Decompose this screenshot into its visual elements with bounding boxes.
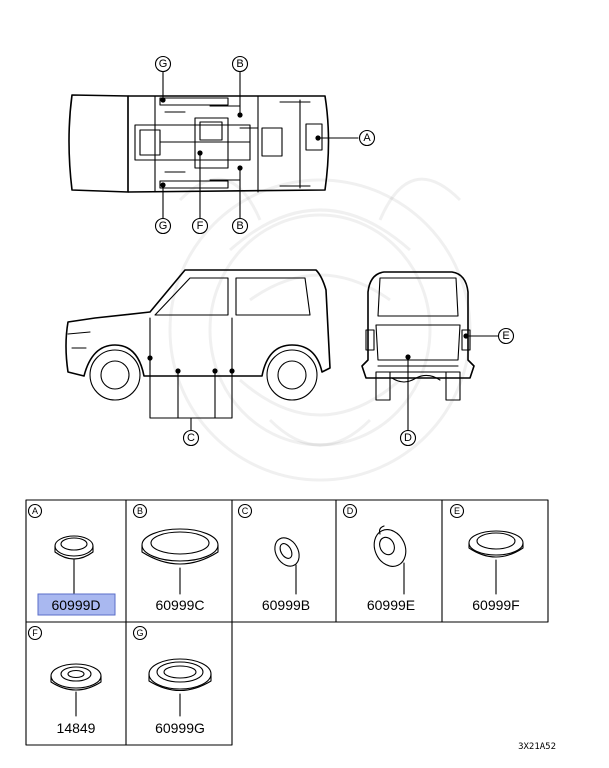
part-cell-a-letter: A [32, 506, 38, 516]
callout-g-bottom-label: G [159, 220, 168, 232]
part-cell-b-letter: B [137, 506, 143, 516]
part-number-c[interactable]: 60999B [262, 597, 310, 613]
callout-e-label: E [502, 330, 509, 342]
part-number-highlight [37, 593, 116, 616]
callout-d-label: D [404, 432, 412, 444]
grommet-b-icon [141, 528, 219, 595]
part-cell-g[interactable]: G 60999G [132, 625, 212, 737]
part-cell-g-letter: G [136, 628, 143, 638]
callout-a: A [358, 129, 376, 147]
callout-b-bottom: B [231, 217, 249, 235]
watermark-emblem [168, 177, 472, 482]
part-cell-e[interactable]: E 60999F [449, 503, 524, 614]
vehicle-side-view [65, 269, 331, 431]
part-number-f[interactable]: 14849 [57, 720, 96, 736]
vehicle-rear-view [361, 271, 499, 431]
grommet-d-icon [373, 525, 407, 595]
grommet-c-icon [274, 537, 300, 595]
part-number-b[interactable]: 60999C [155, 597, 204, 613]
callout-c-label: C [187, 432, 195, 444]
part-cell-d-letter: D [347, 506, 354, 516]
callout-e: E [497, 327, 515, 345]
part-cell-a[interactable]: A 60999D [27, 503, 116, 616]
part-number-d[interactable]: 60999E [367, 597, 415, 613]
underbody-top-view [68, 71, 359, 219]
part-number-a[interactable]: 60999D [51, 597, 100, 613]
grommet-e-icon [468, 530, 524, 595]
part-number-g[interactable]: 60999G [155, 720, 205, 736]
callout-c: C [182, 429, 200, 447]
part-cell-e-letter: E [454, 506, 460, 516]
part-cell-d[interactable]: D 60999E [342, 503, 416, 614]
grommet-g-icon [148, 658, 212, 717]
part-cell-f-letter: F [32, 628, 38, 638]
grommet-f-icon [50, 663, 102, 717]
part-number-e[interactable]: 60999F [472, 597, 519, 613]
part-cell-c-letter: C [242, 506, 249, 516]
callout-b-top-label: B [236, 58, 243, 70]
callout-d: D [399, 429, 417, 447]
callout-g-top-label: G [159, 58, 168, 70]
parts-table [25, 499, 549, 746]
grommet-a-icon [54, 535, 94, 595]
part-cell-b[interactable]: B 60999C [132, 503, 219, 614]
callout-g-bottom: G [154, 217, 172, 235]
diagram-reference-code: 3X21A52 [518, 742, 556, 752]
callout-b-bottom-label: B [236, 220, 243, 232]
callout-g-top: G [154, 55, 172, 73]
callout-f-top: F [191, 217, 209, 235]
callout-f-top-label: F [197, 220, 204, 232]
callout-b-top: B [231, 55, 249, 73]
part-cell-c[interactable]: C 60999B [237, 503, 311, 614]
callout-a-label: A [363, 132, 371, 144]
part-cell-f[interactable]: F 14849 [27, 625, 102, 737]
